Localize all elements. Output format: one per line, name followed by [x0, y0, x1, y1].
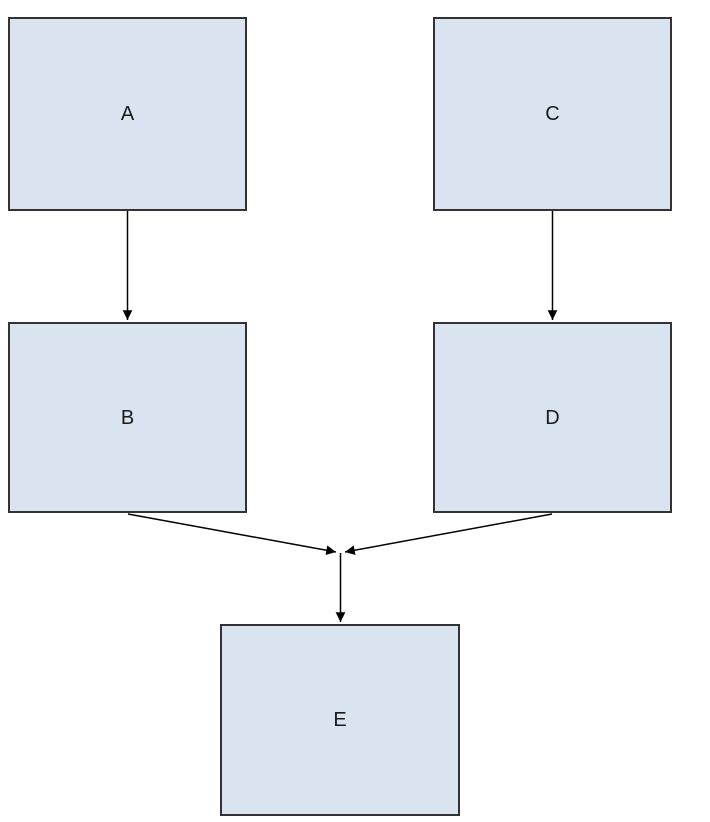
node-A-label: A: [120, 103, 135, 125]
node-E-label: E: [333, 709, 347, 731]
node-A: A: [8, 17, 247, 211]
arrow-b-to-junction: [127, 513, 337, 556]
node-E: E: [220, 624, 460, 816]
arrow-d-to-junction: [344, 513, 553, 556]
node-D-label: D: [545, 406, 560, 429]
node-C-label: C: [545, 103, 560, 125]
node-B: B: [8, 322, 247, 513]
node-B-label: B: [120, 406, 135, 429]
node-C: C: [433, 17, 672, 211]
node-D: D: [433, 322, 672, 513]
